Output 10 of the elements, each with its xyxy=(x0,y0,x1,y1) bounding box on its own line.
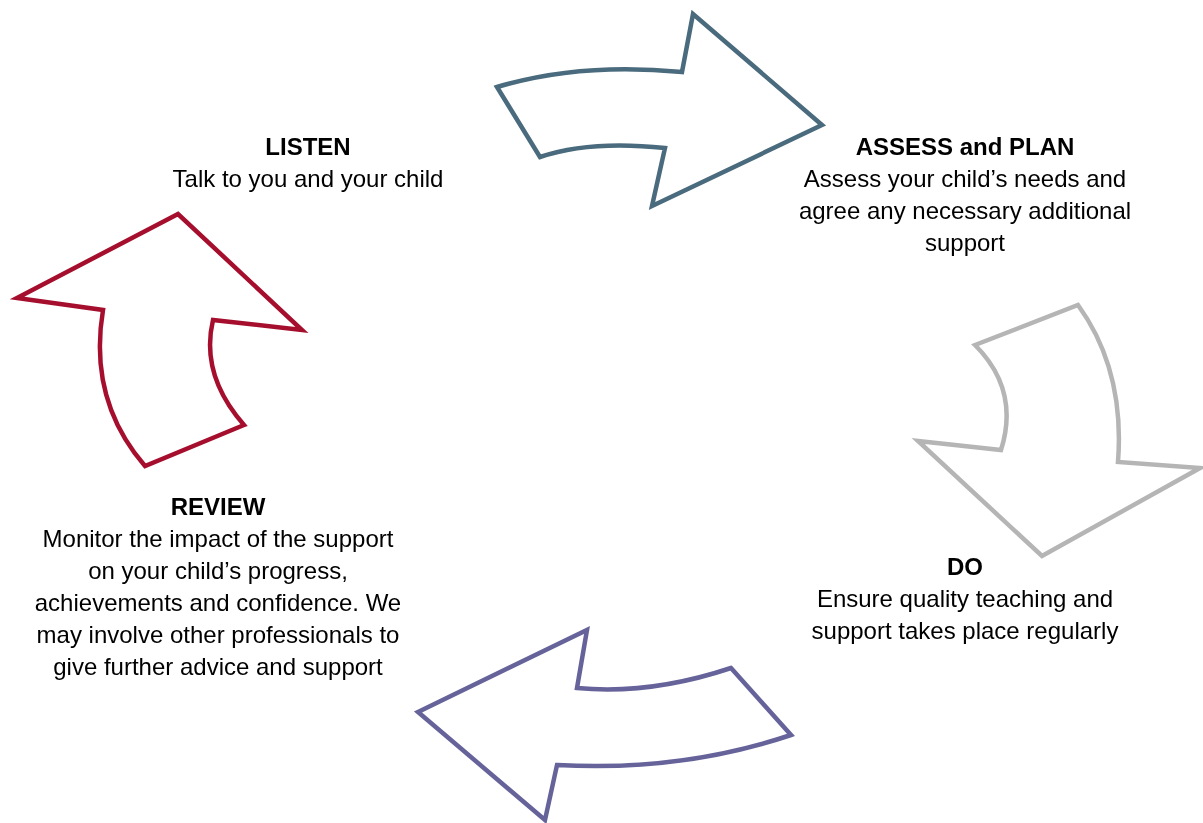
step-description: Monitor the impact of the support on your child’s progress, achievements and confidence. We may involve other professionals to give further advice and support xyxy=(33,524,403,682)
step-description: Assess your child’s needs and agree any necessary additional support xyxy=(797,164,1133,258)
step-description: Ensure quality teaching and support takes place regularly xyxy=(810,584,1120,646)
step-heading: ASSESS and PLAN xyxy=(855,132,1075,162)
block-arrow xyxy=(494,11,825,209)
step-heading: REVIEW xyxy=(170,492,266,522)
block-arrow xyxy=(415,627,794,823)
step-heading: DO xyxy=(947,552,983,582)
step-heading: LISTEN xyxy=(265,132,351,162)
step-description: Talk to you and your child xyxy=(172,164,444,194)
